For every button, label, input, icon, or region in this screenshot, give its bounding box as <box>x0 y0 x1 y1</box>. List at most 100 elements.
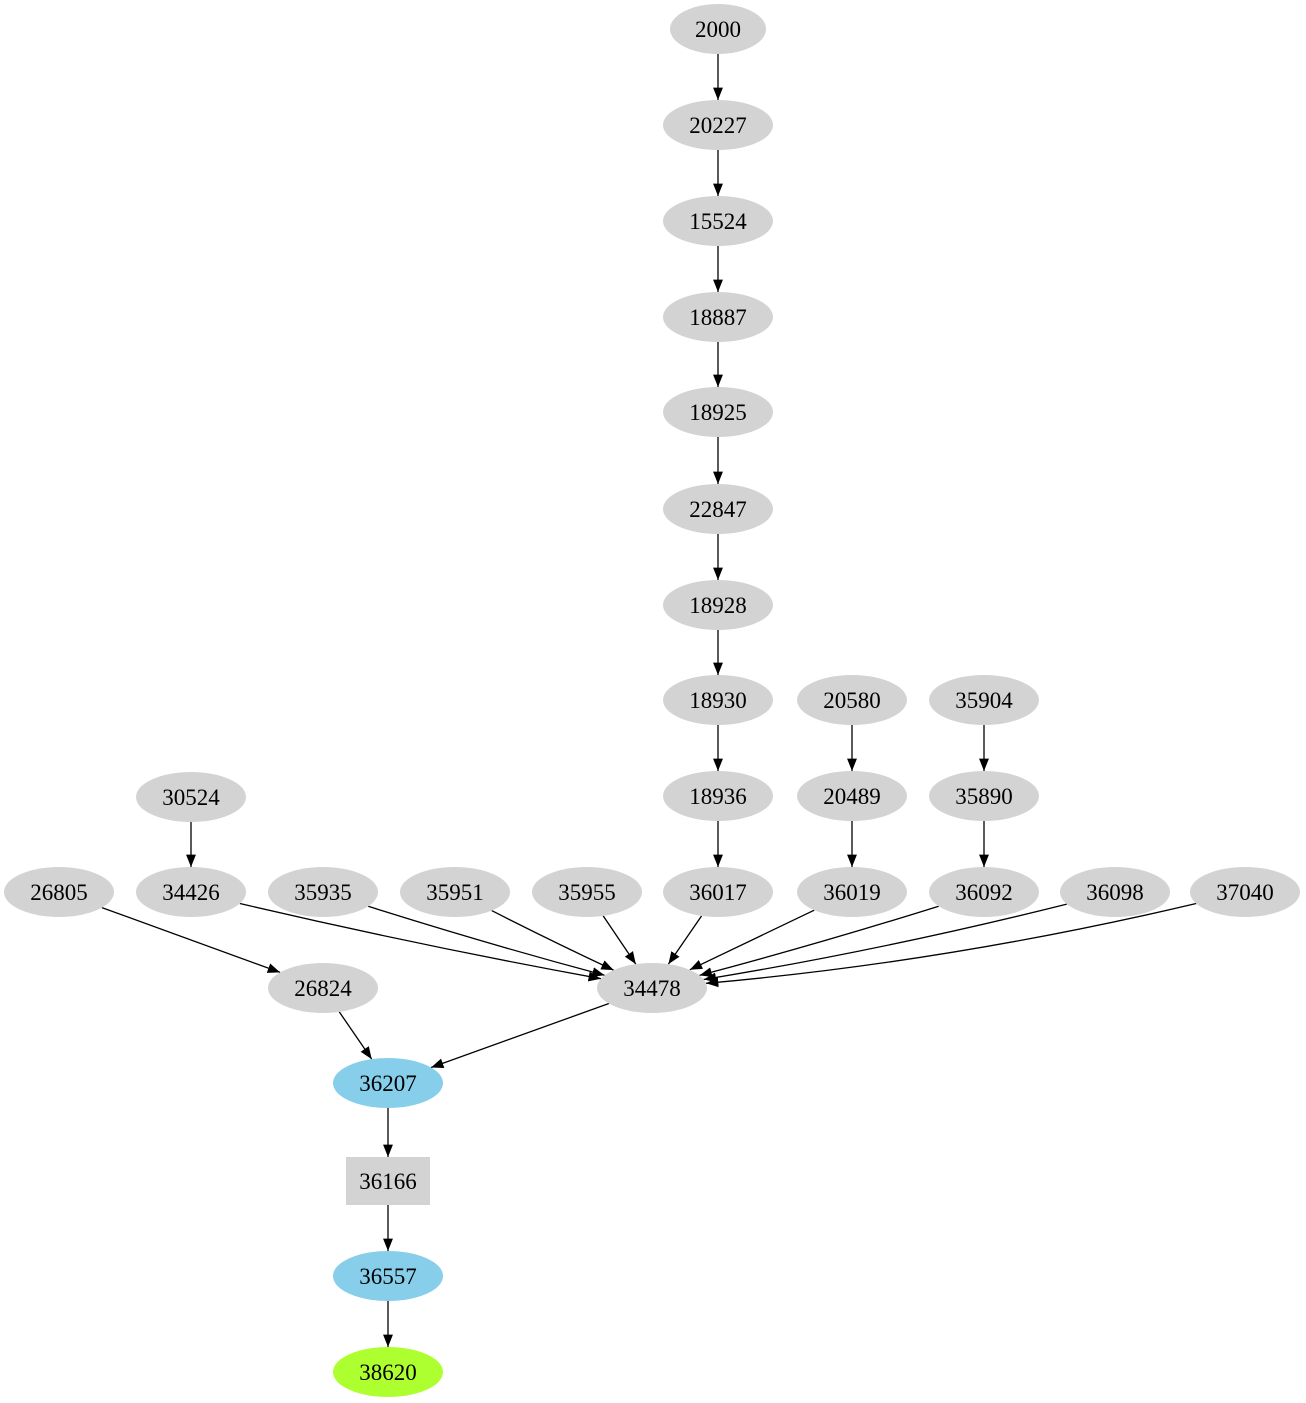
node-label-36092: 36092 <box>955 880 1013 905</box>
node-35951[interactable] <box>400 867 510 917</box>
node-group-36557: 36557 <box>333 1251 443 1301</box>
node-label-26824: 26824 <box>294 976 352 1001</box>
node-34478[interactable] <box>597 963 707 1013</box>
node-36166[interactable] <box>346 1157 430 1205</box>
node-26824[interactable] <box>268 963 378 1013</box>
node-label-35951: 35951 <box>426 880 484 905</box>
node-group-37040: 37040 <box>1190 867 1300 917</box>
node-group-18887: 18887 <box>663 292 773 342</box>
node-label-18887: 18887 <box>689 305 747 330</box>
node-group-18930: 18930 <box>663 675 773 725</box>
node-group-36019: 36019 <box>797 867 907 917</box>
node-group-22847: 22847 <box>663 484 773 534</box>
node-label-15524: 15524 <box>689 209 747 234</box>
node-label-22847: 22847 <box>689 497 747 522</box>
edge-26824-to-36207 <box>338 1011 373 1060</box>
node-36019[interactable] <box>797 867 907 917</box>
node-group-36207: 36207 <box>333 1058 443 1108</box>
node-18930[interactable] <box>663 675 773 725</box>
node-35935[interactable] <box>268 867 378 917</box>
node-15524[interactable] <box>663 196 773 246</box>
edge-36098-to-34478 <box>703 903 1067 983</box>
node-label-36166: 36166 <box>359 1169 417 1194</box>
node-20580[interactable] <box>797 675 907 725</box>
node-30524[interactable] <box>136 772 246 822</box>
node-label-34426: 34426 <box>162 880 220 905</box>
node-group-20489: 20489 <box>797 771 907 821</box>
node-label-36019: 36019 <box>823 880 881 905</box>
node-label-18925: 18925 <box>689 400 747 425</box>
node-group-30524: 30524 <box>136 772 246 822</box>
edge-35951-to-34478 <box>491 910 614 971</box>
node-label-20489: 20489 <box>823 784 881 809</box>
node-2000[interactable] <box>670 4 766 54</box>
edge-34426-to-34478 <box>239 902 602 982</box>
node-label-35935: 35935 <box>294 880 352 905</box>
node-label-18930: 18930 <box>689 688 747 713</box>
node-label-18928: 18928 <box>689 593 747 618</box>
node-label-34478: 34478 <box>623 976 681 1001</box>
node-label-37040: 37040 <box>1216 880 1274 905</box>
edge-35955-to-34478 <box>602 915 637 965</box>
node-group-34426: 34426 <box>136 867 246 917</box>
node-18925[interactable] <box>663 387 773 437</box>
edge-34478-to-36207 <box>430 1002 610 1069</box>
node-label-2000: 2000 <box>695 17 741 42</box>
node-label-20580: 20580 <box>823 688 881 713</box>
node-group-26824: 26824 <box>268 963 378 1013</box>
node-37040[interactable] <box>1190 867 1300 917</box>
node-label-35955: 35955 <box>558 880 616 905</box>
node-20489[interactable] <box>797 771 907 821</box>
node-group-20580: 20580 <box>797 675 907 725</box>
node-group-20227: 20227 <box>663 100 773 150</box>
node-35890[interactable] <box>929 771 1039 821</box>
node-35955[interactable] <box>532 867 642 917</box>
node-group-36017: 36017 <box>663 867 773 917</box>
node-34426[interactable] <box>136 867 246 917</box>
node-label-30524: 30524 <box>162 785 220 810</box>
node-label-35904: 35904 <box>955 688 1013 713</box>
node-20227[interactable] <box>663 100 773 150</box>
node-group-26805: 26805 <box>4 867 114 917</box>
node-label-35890: 35890 <box>955 784 1013 809</box>
node-group-35935: 35935 <box>268 867 378 917</box>
edge-26805-to-26824 <box>101 906 281 974</box>
edge-35935-to-34478 <box>368 905 605 977</box>
node-group-36098: 36098 <box>1060 867 1170 917</box>
node-26805[interactable] <box>4 867 114 917</box>
node-label-18936: 18936 <box>689 784 747 809</box>
node-group-35890: 35890 <box>929 771 1039 821</box>
node-label-36017: 36017 <box>689 880 747 905</box>
node-18928[interactable] <box>663 580 773 630</box>
node-label-20227: 20227 <box>689 113 747 138</box>
node-group-35904: 35904 <box>929 675 1039 725</box>
node-group-35955: 35955 <box>532 867 642 917</box>
node-36092[interactable] <box>929 867 1039 917</box>
node-group-35951: 35951 <box>400 867 510 917</box>
node-group-18928: 18928 <box>663 580 773 630</box>
node-group-18925: 18925 <box>663 387 773 437</box>
node-38620[interactable] <box>333 1347 443 1397</box>
edge-37040-to-34478 <box>705 902 1197 988</box>
edge-36017-to-34478 <box>667 915 703 965</box>
node-22847[interactable] <box>663 484 773 534</box>
node-36017[interactable] <box>663 867 773 917</box>
node-group-36166: 36166 <box>346 1157 430 1205</box>
node-18887[interactable] <box>663 292 773 342</box>
node-group-18936: 18936 <box>663 771 773 821</box>
node-label-38620: 38620 <box>359 1360 417 1385</box>
node-label-26805: 26805 <box>30 880 88 905</box>
node-36207[interactable] <box>333 1058 443 1108</box>
node-36098[interactable] <box>1060 867 1170 917</box>
node-label-36557: 36557 <box>359 1264 417 1289</box>
node-group-34478: 34478 <box>597 963 707 1013</box>
node-35904[interactable] <box>929 675 1039 725</box>
node-18936[interactable] <box>663 771 773 821</box>
node-label-36098: 36098 <box>1086 880 1144 905</box>
edge-36019-to-34478 <box>689 909 815 971</box>
node-group-38620: 38620 <box>333 1347 443 1397</box>
edges-layer <box>101 54 1197 1347</box>
node-36557[interactable] <box>333 1251 443 1301</box>
